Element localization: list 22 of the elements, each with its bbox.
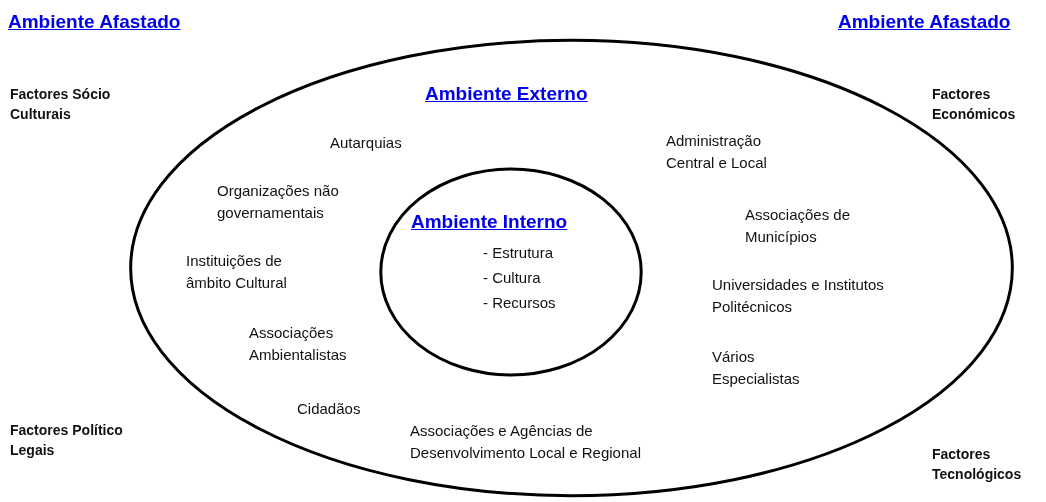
- heading-link: Ambiente Afastado: [8, 10, 181, 34]
- list-item: Instituições de âmbito Cultural: [186, 251, 288, 293]
- heading-link: Ambiente Interno: [411, 210, 568, 234]
- inner-ellipse: [380, 168, 642, 376]
- list-item: Administração Central e Local: [666, 131, 768, 173]
- list-item: - Recursos: [483, 293, 556, 313]
- factor-label: Factores Político Legais: [10, 421, 124, 460]
- heading-link: Ambiente Afastado: [838, 10, 1011, 34]
- list-item: Associações de Municípios: [745, 205, 852, 247]
- list-item: - Estrutura: [483, 243, 554, 263]
- list-item: Vários Especialistas: [712, 347, 801, 389]
- list-item: Associações e Agências de Desenvolvimento Local e Regional: [410, 421, 642, 463]
- heading-link: Ambiente Externo: [425, 82, 588, 106]
- factor-label: Factores Tecnológicos: [932, 445, 1023, 484]
- list-item: - Cultura: [483, 268, 541, 288]
- list-item: Cidadãos: [297, 399, 361, 419]
- factor-label: Factores Sócio Culturais: [10, 85, 112, 124]
- list-item: Universidades e Institutos Politécnicos: [712, 275, 885, 317]
- list-item: Organizações não governamentais: [217, 181, 340, 223]
- factor-label: Factores Económicos: [932, 85, 1017, 124]
- list-item: Associações Ambientalistas: [249, 323, 348, 365]
- list-item: Autarquias: [330, 133, 402, 153]
